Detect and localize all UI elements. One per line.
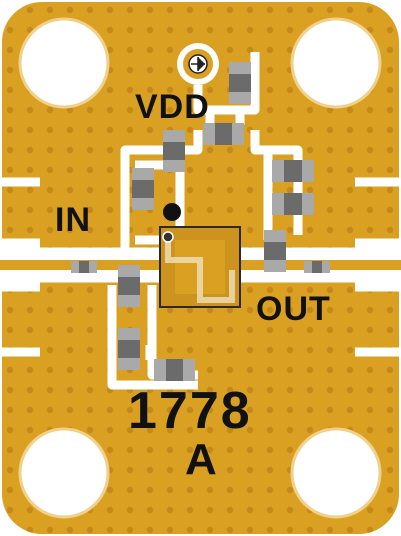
component-c1	[229, 62, 251, 104]
orientation-dot	[163, 203, 181, 221]
component-c10	[154, 359, 195, 381]
component-c9	[118, 328, 140, 370]
component-dc-block-out	[304, 261, 330, 273]
input-label: IN	[55, 201, 91, 239]
vdd-label: VDD	[135, 88, 210, 126]
mounting-hole-bottom-left	[18, 427, 110, 519]
component-c5	[272, 160, 314, 182]
component-dc-block-in	[71, 261, 97, 273]
mounting-holes	[18, 17, 382, 519]
vdd-pad	[177, 43, 219, 85]
smd-components	[71, 62, 330, 381]
mounting-hole-bottom-right	[290, 427, 382, 519]
component-c4	[132, 168, 154, 210]
amplifier-chip	[159, 226, 241, 308]
part-number-label: 1778	[128, 382, 252, 440]
pin1-marker	[162, 231, 174, 243]
revision-label: A	[185, 435, 218, 484]
component-c7	[264, 230, 286, 272]
component-c6	[272, 193, 314, 215]
output-label: OUT	[256, 290, 331, 328]
component-c3	[163, 130, 185, 172]
component-c8	[118, 265, 140, 307]
mounting-hole-top-right	[290, 17, 382, 109]
mounting-hole-top-left	[18, 17, 110, 109]
component-c2	[203, 123, 244, 145]
